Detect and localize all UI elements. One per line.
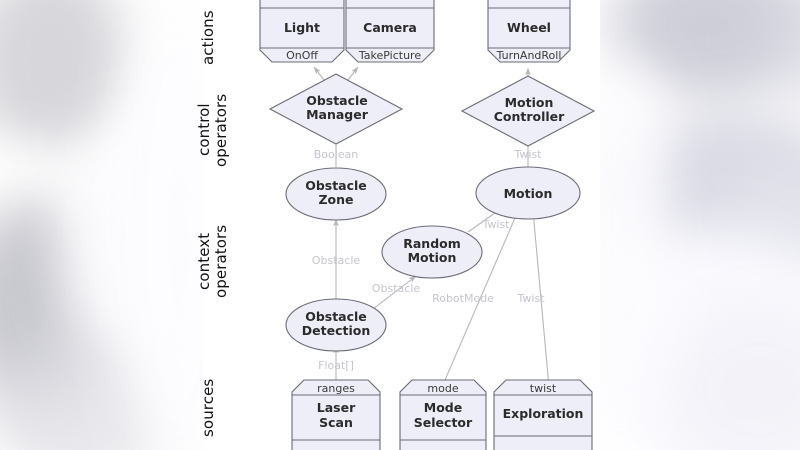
node-label-wheel: Wheel — [507, 20, 551, 35]
node-label-obstacle-zone-line1: Obstacle — [305, 178, 367, 193]
edge-label-float-array: Float[] — [318, 359, 354, 372]
edge-obstacle-detection-obstacle-zone: Obstacle — [312, 218, 361, 305]
edge-label-boolean: Boolean — [314, 148, 359, 161]
diagram-page: actions control operators context operat… — [195, 0, 600, 450]
node-label-laser-scan-line1: Laser — [317, 400, 356, 415]
node-random-motion[interactable]: Random Motion — [381, 225, 483, 279]
node-obstacle-manager[interactable]: Obstacle Manager — [268, 73, 404, 145]
node-label-obstacle-detection-line1: Obstacle — [305, 309, 367, 324]
edge-layer: Boolean Twist Obstacle Obstacle — [312, 66, 550, 388]
node-label-obstacle-detection-line2: Detection — [302, 323, 370, 338]
edge-label-twist-mc: Twist — [514, 148, 543, 161]
node-motion-controller[interactable]: Motion Controller — [460, 75, 596, 147]
node-label-mode-selector-line1: Mode — [424, 400, 462, 415]
node-label-exploration: Exploration — [503, 406, 584, 421]
node-label-mode-selector-line2: Selector — [414, 415, 473, 430]
edge-label-twist-random: Twist — [482, 218, 511, 231]
node-label-random-motion-line1: Random — [403, 236, 461, 251]
backdrop-right — [600, 0, 800, 450]
node-exploration[interactable]: twist Exploration — [493, 379, 593, 450]
node-label-random-motion-line2: Motion — [408, 250, 457, 265]
edge-mode-selector-motion: RobotMode — [432, 210, 519, 388]
node-label-motion-controller-line1: Motion — [505, 95, 554, 110]
edge-label-robotmode: RobotMode — [432, 292, 494, 305]
port-label-takepicture: TakePicture — [358, 49, 421, 62]
node-light[interactable]: Light OnOff — [259, 0, 345, 63]
node-label-motion: Motion — [504, 186, 553, 201]
edge-label-twist-expl: Twist — [517, 292, 546, 305]
node-label-laser-scan-line2: Scan — [319, 415, 353, 430]
node-motion[interactable]: Motion — [475, 166, 581, 220]
node-wheel[interactable]: Wheel TurnAndRoll — [487, 0, 571, 63]
node-laser-scan[interactable]: ranges Laser Scan — [291, 379, 381, 450]
node-label-motion-controller-line2: Controller — [494, 109, 565, 124]
port-label-turnandroll: TurnAndRoll — [496, 49, 562, 62]
node-camera[interactable]: Camera TakePicture — [345, 0, 435, 63]
node-mode-selector[interactable]: mode Mode Selector — [399, 379, 487, 450]
node-label-obstacle-manager-line1: Obstacle — [306, 93, 368, 108]
edge-exploration-motion: Twist — [517, 210, 550, 388]
port-label-mode: mode — [427, 382, 458, 395]
edge-obstacle-detection-random-motion: Obstacle — [372, 275, 421, 310]
port-label-ranges: ranges — [317, 382, 355, 395]
edge-label-obstacle-zone-in: Obstacle — [312, 254, 361, 267]
node-label-obstacle-zone-line2: Zone — [318, 192, 353, 207]
node-label-camera: Camera — [363, 20, 417, 35]
node-obstacle-detection[interactable]: Obstacle Detection — [285, 298, 387, 352]
port-label-twist: twist — [530, 382, 557, 395]
node-label-light: Light — [284, 20, 320, 35]
backdrop-blob — [600, 60, 670, 420]
architecture-diagram: Boolean Twist Obstacle Obstacle — [259, 0, 596, 450]
node-obstacle-zone[interactable]: Obstacle Zone — [285, 167, 387, 221]
node-label-obstacle-manager-line2: Manager — [306, 107, 369, 122]
edge-label-obstacle-random: Obstacle — [372, 282, 421, 295]
port-label-onoff: OnOff — [286, 49, 318, 62]
backdrop-left — [0, 0, 206, 450]
